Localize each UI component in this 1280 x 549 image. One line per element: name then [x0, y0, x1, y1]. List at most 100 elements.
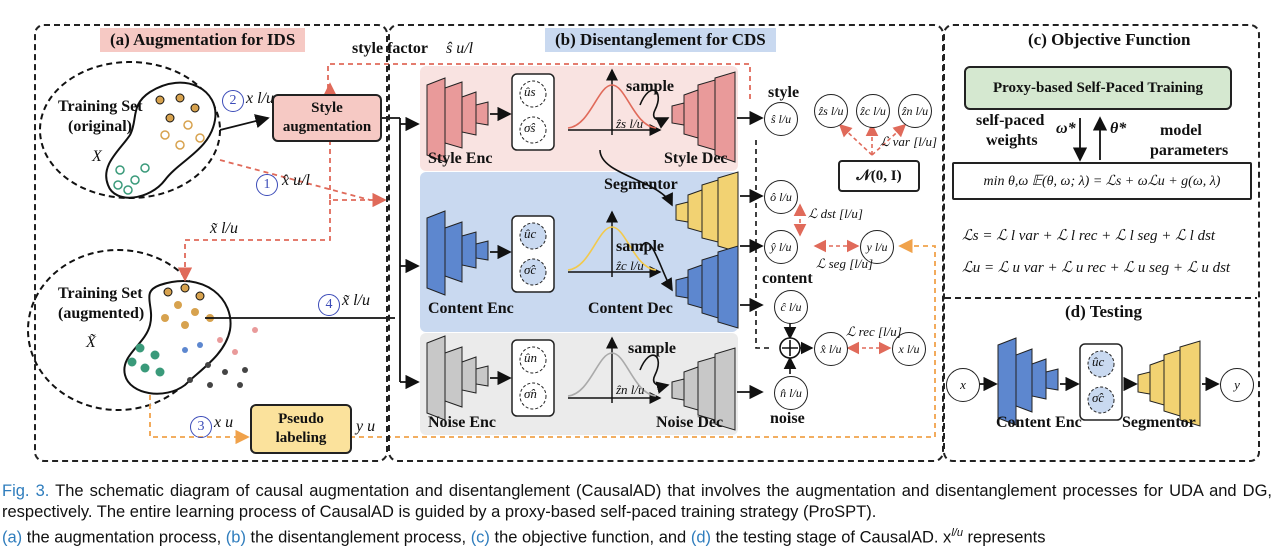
sig-c-label: σ̂c — [524, 262, 537, 277]
style-branch-bg — [420, 66, 738, 171]
caption-ref-a[interactable]: (a) — [2, 528, 23, 547]
original-shape — [105, 81, 217, 199]
step-3-marker: 3 — [190, 416, 212, 438]
content-output-label: content — [762, 270, 813, 287]
s-hat-node: ŝ l/u — [764, 102, 798, 136]
panel-augmentation — [34, 24, 388, 462]
segmentor-label: Segmentor — [604, 176, 678, 193]
caption-text-d: the testing stage of CausalAD. x — [711, 528, 952, 547]
sample-label-noise: sample — [628, 340, 676, 357]
zs-node: ẑs l/u — [814, 94, 848, 128]
X-label: X — [92, 148, 102, 165]
caption-ref-c[interactable]: (c) — [470, 528, 490, 547]
style-factor-math: ŝ u/l — [446, 40, 474, 57]
step-1-math: x̂ u/l — [282, 172, 310, 189]
figure-caption: Fig. 3. The schematic diagram of causal … — [2, 482, 1272, 547]
caption-text-b: the disentanglement process, — [245, 528, 471, 547]
noise-output-label: noise — [770, 410, 805, 427]
content-encoder-blocks — [426, 210, 489, 296]
panel-c-title: (c) Objective Function — [1028, 30, 1191, 49]
noise-gaussian — [567, 336, 662, 404]
style-dec-label: Style Dec — [664, 150, 728, 167]
test-y-node: y — [1220, 368, 1254, 402]
training-augmented-label-1: Training Set — [58, 285, 143, 302]
content-branch-bg — [420, 172, 738, 332]
sample-label-content: sample — [616, 238, 664, 255]
Lu-equation: ℒu = ℒ u var + ℒ u rec + ℒ u seg + ℒ u d… — [962, 260, 1231, 276]
L-seg-label: ℒ seg [l/u] — [816, 256, 874, 271]
step-2-math: x l/u — [246, 90, 274, 107]
model-label-2: parameters — [1150, 142, 1229, 159]
noise-branch-bg — [420, 333, 738, 435]
style-enc-label: Style Enc — [428, 150, 493, 167]
test-u-c-label: ûc — [1092, 354, 1105, 369]
style-output-label: style — [768, 84, 800, 101]
sig-n-label: σ̂n — [524, 386, 537, 401]
sig-s-label: σ̂s — [524, 120, 536, 135]
u-c-label: ûc — [524, 226, 537, 241]
test-sig-c-label: σ̂c — [1092, 390, 1105, 405]
caption-text-a: the augmentation process, — [22, 528, 226, 547]
y-u-label: y u — [356, 418, 376, 435]
u-n-label: ûn — [524, 350, 537, 365]
objective-equation-box: min θ,ω 𝔼(θ, ω; λ) = ℒs + ωℒu + g(ω, λ) — [952, 162, 1252, 200]
training-augmented-label-2: (augmented) — [58, 305, 145, 322]
augmented-shape — [123, 280, 232, 395]
panel-a-title: (a) Augmentation for IDS — [100, 28, 306, 52]
content-dec-label: Content Dec — [588, 300, 673, 317]
content-enc-label: Content Enc — [428, 300, 514, 317]
style-encoder-blocks — [426, 77, 489, 163]
theta-label: θ* — [1110, 120, 1127, 137]
caption-text-c: the objective function, and — [489, 528, 691, 547]
content-gaussian — [567, 210, 662, 278]
noise-encoder-blocks — [426, 335, 489, 421]
L-rec-label: ℒ rec [l/u] — [846, 324, 902, 339]
panel-b-title: (b) Disentanglement for CDS — [545, 28, 776, 52]
step-4-math: x̃ l/u — [342, 292, 370, 309]
training-original-label-1: Training Set — [58, 98, 143, 115]
y-hat-node: ŷ l/u — [764, 230, 798, 264]
diagram-connectors — [27, 61, 1257, 445]
panel-d-title: (d) Testing — [1065, 302, 1142, 321]
test-content-encoder — [997, 337, 1059, 426]
noise-enc-label: Noise Enc — [428, 414, 496, 431]
caption-ref-b[interactable]: (b) — [225, 528, 246, 547]
noise-decoder-blocks — [671, 347, 736, 431]
x-node: x l/u — [892, 332, 926, 366]
n-hat-node: n̂ l/u — [774, 376, 808, 410]
z-n-label: ẑn l/u — [616, 382, 645, 397]
augmented-dots — [127, 283, 258, 388]
omega-label: ω* — [1056, 120, 1076, 137]
u-s-label: ûs — [524, 84, 536, 99]
style-factor-label: style factor — [352, 40, 428, 57]
training-original-label-2: (original) — [68, 118, 132, 135]
zn-node: ẑn l/u — [898, 94, 932, 128]
caption-ref-d[interactable]: (d) — [690, 528, 711, 547]
test-content-enc-label: Content Enc — [996, 414, 1082, 431]
X-tilde-label: X̃ — [86, 334, 96, 351]
y-node: y l/u — [860, 230, 894, 264]
weights-label-2: weights — [986, 132, 1038, 149]
L-var-label: ℒ var [l/u] — [880, 134, 938, 149]
noise-dec-label: Noise Dec — [656, 414, 724, 431]
original-dots — [113, 93, 205, 195]
c-hat-node: ĉ l/u — [774, 290, 808, 324]
prost-box: Proxy-based Self-Paced Training — [964, 66, 1232, 110]
model-label-1: model — [1160, 122, 1202, 139]
caption-text-end: represents — [962, 528, 1046, 547]
step-2-marker: 2 — [222, 90, 244, 112]
step-4-marker: 4 — [318, 294, 340, 316]
normal-distribution-box: 𝒩(0, I) — [838, 160, 920, 192]
step-1-marker: 1 — [256, 174, 278, 196]
sample-label-style: sample — [626, 78, 674, 95]
L-dst-label: ℒ dst [l/u] — [808, 206, 863, 221]
panel-objective-testing — [943, 24, 1260, 462]
test-segmentor — [1137, 340, 1201, 427]
z-s-label: ẑs l/u — [616, 116, 644, 131]
test-segmentor-label: Segmentor — [1122, 414, 1196, 431]
z-c-label: ẑc l/u — [616, 258, 644, 273]
Ls-equation: ℒs = ℒ l var + ℒ l rec + ℒ l seg + ℒ l d… — [962, 228, 1216, 244]
content-decoder-blocks — [675, 245, 739, 329]
